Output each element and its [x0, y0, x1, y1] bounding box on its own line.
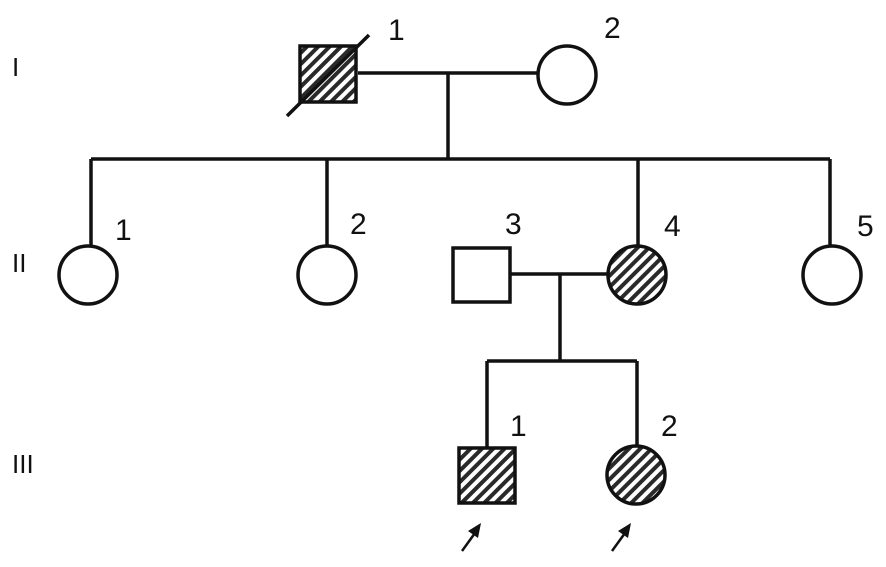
unaffected-female-symbol	[536, 44, 598, 106]
individual-number: 5	[857, 210, 874, 243]
affected-female-symbol	[605, 444, 667, 506]
generation-label-iii: III	[12, 449, 34, 479]
individual-ii-1: 1	[57, 214, 132, 306]
generation-label-ii: II	[12, 248, 26, 278]
individual-iii-2: 2	[605, 410, 678, 552]
individual-number: 1	[115, 214, 132, 247]
individual-ii-5: 5	[801, 210, 874, 306]
individual-number: 2	[604, 12, 621, 45]
individual-number: 2	[661, 410, 678, 443]
individual-ii-4: 4	[606, 210, 681, 306]
individual-iii-1: 1	[457, 410, 527, 552]
generation-label-i: I	[12, 52, 19, 82]
individual-ii-2: 2	[296, 208, 367, 306]
deceased-slash	[285, 33, 371, 118]
unaffected-female-symbol	[296, 244, 358, 306]
affected-female-symbol	[606, 244, 668, 306]
individual-i-2: 2	[536, 12, 621, 106]
unaffected-female-symbol	[801, 244, 863, 306]
proband-arrow-icon	[610, 523, 631, 552]
individual-number: 2	[350, 208, 367, 241]
individual-ii-3: 3	[451, 208, 522, 304]
unaffected-female-symbol	[57, 244, 119, 306]
individual-number: 1	[388, 14, 405, 47]
proband-arrow-icon	[460, 523, 481, 552]
affected-male-symbol	[457, 446, 517, 505]
unaffected-male-symbol	[451, 246, 512, 304]
individual-number: 4	[664, 210, 681, 243]
individual-i-1: 1	[285, 14, 405, 118]
individual-number: 1	[510, 410, 527, 443]
individual-number: 3	[505, 208, 522, 241]
